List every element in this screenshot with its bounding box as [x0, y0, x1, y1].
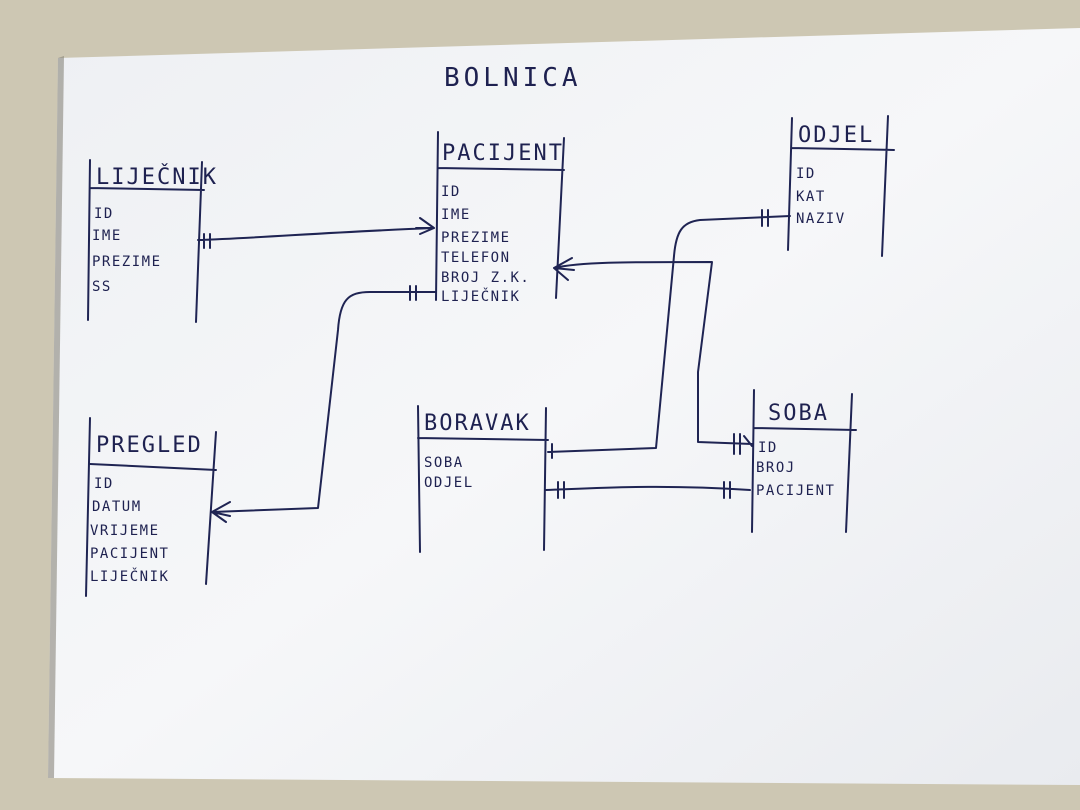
entity-odjel-field: KAT: [796, 189, 826, 205]
diagram-title: BOLNICA: [444, 63, 582, 93]
entity-pregled-field: LIJEČNIK: [90, 567, 169, 585]
relationship-boravak-soba: [545, 481, 751, 499]
relationship-ljecnik-pacijent: [197, 217, 435, 249]
entity-pacijent-field: LIJEČNIK: [441, 287, 520, 305]
relationship-pacijent-soba: [553, 257, 753, 455]
entity-pregled-field: DATUM: [92, 499, 142, 515]
entity-odjel-field: ID: [796, 166, 816, 182]
relationships: [197, 209, 791, 523]
entity-odjel: ODJEL ID KAT NAZIV: [787, 115, 895, 257]
entity-pregled-field: PACIJENT: [90, 546, 169, 562]
entity-pacijent-field: TELEFON: [441, 250, 511, 266]
entity-soba-field: PACIJENT: [756, 483, 835, 499]
entity-pacijent-field: IME: [441, 207, 471, 223]
entity-ljecnik-field: SS: [92, 279, 112, 295]
relationship-pacijent-pregled: [211, 285, 437, 523]
entity-odjel-name: ODJEL: [798, 123, 874, 148]
entity-boravak-field: SOBA: [424, 455, 464, 471]
entity-odjel-field: NAZIV: [796, 211, 846, 227]
entity-soba-field: BROJ: [756, 460, 796, 476]
entity-ljecnik-field: IME: [92, 228, 122, 244]
entity-boravak: BORAVAK SOBA ODJEL: [417, 405, 549, 553]
entity-ljecnik-name: LIJEČNIK: [96, 164, 218, 190]
entity-pregled: PREGLED ID DATUM VRIJEME PACIJENT LIJEČN…: [85, 417, 217, 597]
entity-pacijent-field: BROJ Z.K.: [441, 270, 530, 286]
entity-boravak-name: BORAVAK: [424, 411, 531, 436]
entity-ljecnik-field: PREZIME: [92, 254, 162, 270]
entity-soba-field: ID: [758, 440, 778, 456]
entity-pacijent-name: PACIJENT: [442, 141, 564, 166]
relationship-odjel-boravak: [547, 209, 791, 459]
entity-ljecnik: LIJEČNIK ID IME PREZIME SS: [87, 159, 218, 323]
entity-pregled-name: PREGLED: [96, 433, 203, 458]
entity-pacijent: PACIJENT ID IME PREZIME TELEFON BROJ Z.K…: [435, 131, 565, 305]
entity-pregled-field: VRIJEME: [90, 523, 160, 539]
entity-boravak-field: ODJEL: [424, 475, 474, 491]
entity-soba: SOBA ID BROJ PACIJENT: [751, 389, 857, 533]
entity-pregled-field: ID: [94, 476, 114, 492]
entity-ljecnik-field: ID: [94, 206, 114, 222]
entity-pacijent-field: PREZIME: [441, 230, 511, 246]
entity-pacijent-field: ID: [441, 184, 461, 200]
entity-soba-name: SOBA: [768, 401, 829, 426]
paper-edge-shadow: [48, 56, 64, 778]
paper-sheet-surface: [48, 28, 1080, 785]
